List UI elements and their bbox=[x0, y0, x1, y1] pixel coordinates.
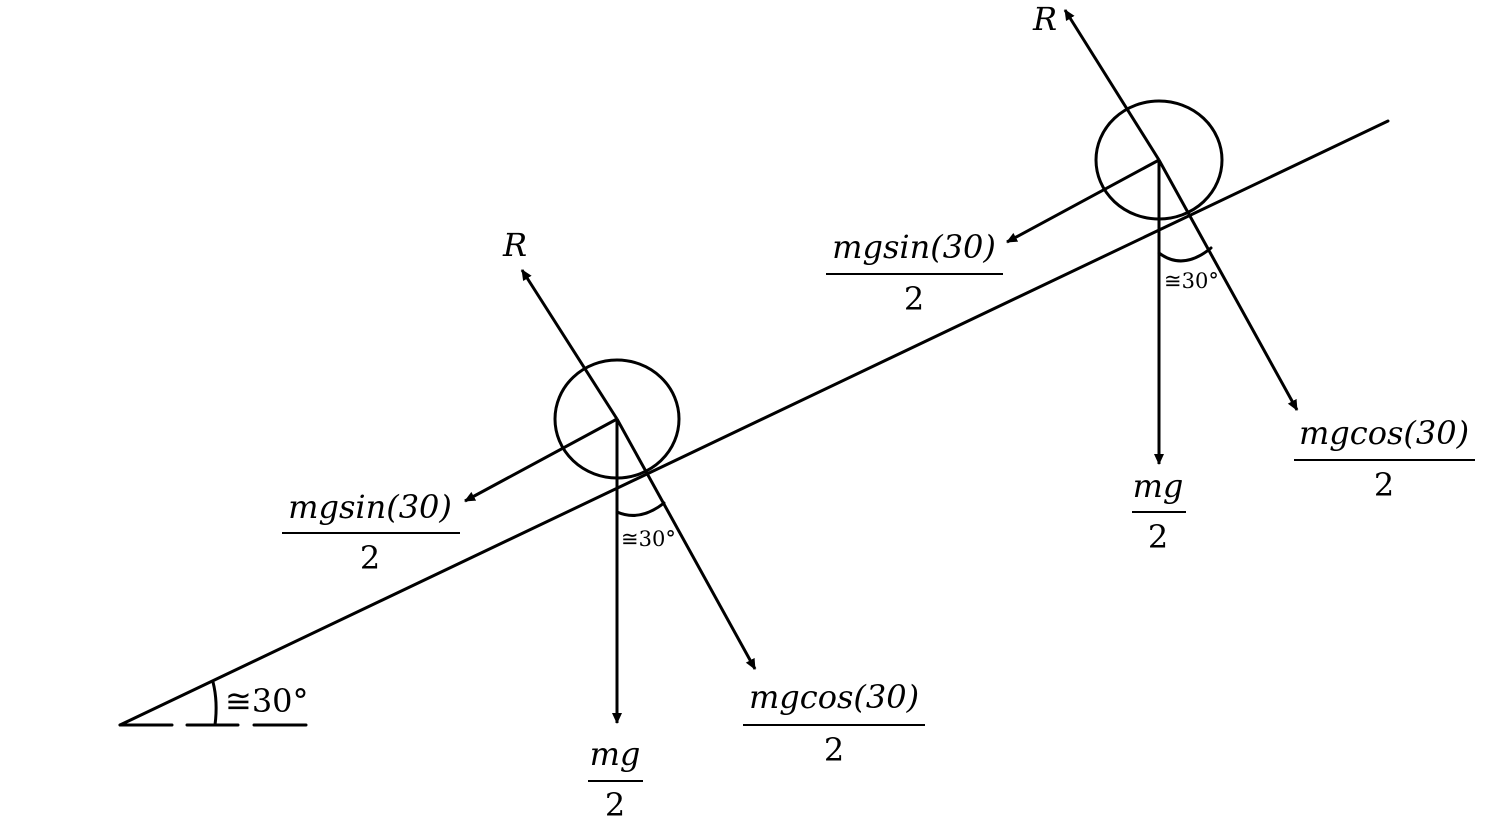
lower-parallel-force-arrow bbox=[464, 417, 618, 503]
incline-angle-arc bbox=[211, 680, 218, 727]
upper-perpendicular-force-numerator: mgcos(30) bbox=[1299, 414, 1469, 452]
lower-parallel-force-denominator: 2 bbox=[360, 539, 380, 577]
lower-perpendicular-force-numerator: mgcos(30) bbox=[749, 678, 919, 716]
upper-parallel-force-denominator: 2 bbox=[904, 280, 924, 318]
lower-parallel-force-numerator: mgsin(30) bbox=[288, 488, 452, 526]
lower-normal-force-arrow bbox=[520, 269, 619, 420]
upper-perpendicular-force-arrow bbox=[1157, 159, 1299, 411]
lower-perpendicular-force-arrow bbox=[615, 418, 757, 670]
upper-angle-arc bbox=[1157, 246, 1213, 263]
upper-parallel-force-numerator: mgsin(30) bbox=[832, 228, 996, 266]
upper-perpendicular-force-denominator: 2 bbox=[1374, 466, 1394, 504]
lower-angle-arc bbox=[615, 501, 666, 517]
upper-angle-label: ≅30° bbox=[1164, 269, 1219, 293]
upper-normal-force-arrow bbox=[1063, 9, 1161, 161]
upper-ball-group: R mgsin(30) 2 mg 2 mgcos(30) 2 ≅30° bbox=[826, 0, 1475, 556]
incline-angle-label: ≅30° bbox=[225, 682, 309, 720]
incline-surface bbox=[118, 119, 1390, 727]
lower-normal-force-label: R bbox=[502, 226, 527, 264]
lower-weight-denominator: 2 bbox=[605, 786, 625, 824]
upper-normal-force-label: R bbox=[1032, 0, 1057, 38]
lower-perpendicular-force-denominator: 2 bbox=[824, 731, 844, 769]
upper-weight-numerator: mg bbox=[1133, 467, 1184, 505]
lower-ball-group: R mgsin(30) 2 mg 2 mgcos(30) 2 ≅30° bbox=[282, 226, 925, 824]
upper-parallel-force-arrow bbox=[1006, 158, 1160, 244]
upper-weight-denominator: 2 bbox=[1148, 518, 1168, 556]
lower-angle-label: ≅30° bbox=[621, 527, 676, 551]
lower-weight-numerator: mg bbox=[590, 735, 641, 773]
